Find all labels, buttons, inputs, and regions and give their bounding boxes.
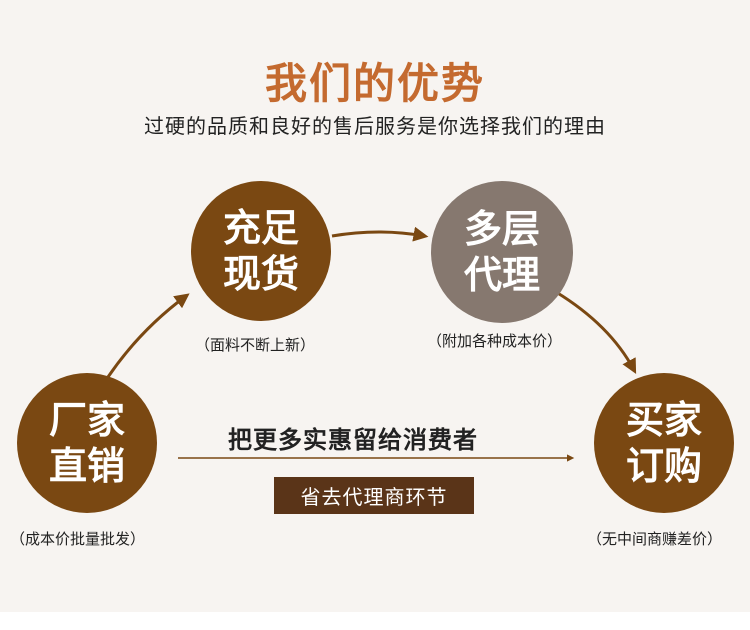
arrow-agents-to-buyer (555, 290, 637, 374)
node-factory-line1: 厂家 (48, 398, 125, 442)
node-stock-line1: 充足 (222, 206, 299, 250)
node-agents-line1: 多层 (463, 207, 540, 251)
node-buyer-line1: 买家 (625, 398, 702, 442)
arrow-factory-to-stock (106, 293, 190, 378)
node-factory: 厂家 直销 (17, 373, 157, 513)
direct-benefit-text: 把更多实惠留给消费者 (228, 426, 478, 454)
node-buyer-caption: （无中间商赚差价） (587, 530, 723, 548)
page-title: 我们的优势 (264, 59, 485, 108)
node-factory-line2: 直销 (48, 444, 125, 488)
node-agents-line2: 代理 (463, 253, 540, 297)
page-subtitle: 过硬的品质和良好的售后服务是你选择我们的理由 (144, 114, 606, 138)
bottom-margin (0, 612, 750, 630)
node-stock-line2: 现货 (222, 252, 299, 296)
node-agents: 多层 代理 (431, 181, 573, 323)
node-buyer-line2: 订购 (625, 444, 702, 488)
skip-agents-tag: 省去代理商环节 (274, 477, 474, 514)
node-stock: 充足 现货 (191, 181, 331, 321)
node-agents-caption: （附加各种成本价） (427, 332, 563, 350)
arrow-stock-to-agents (331, 226, 429, 242)
node-factory-caption: （成本价批量批发） (10, 530, 146, 548)
node-buyer: 买家 订购 (594, 373, 734, 513)
node-stock-caption: （面料不断上新） (195, 336, 316, 354)
